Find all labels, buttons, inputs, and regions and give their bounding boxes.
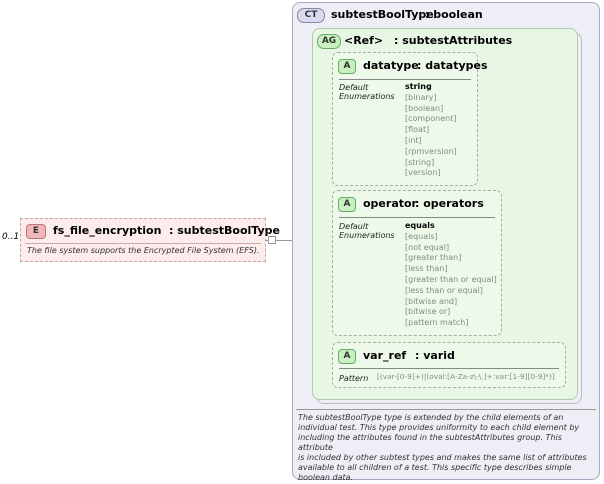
enum-value: [bitwise or] [405, 307, 451, 317]
doc-line: individual test. This type provides unif… [298, 423, 580, 432]
enum-value: [boolean] [405, 103, 444, 113]
enumeration-list: equals [equals] [not equal] [greater tha… [405, 221, 497, 329]
attribute-type: : datatypes [417, 59, 488, 72]
attribute-name: operator [363, 197, 417, 210]
complex-type-name: subtestBoolType [331, 8, 434, 21]
attribute-badge: A [338, 59, 356, 74]
doc-line: available to all children of a test. Thi… [298, 463, 572, 472]
enum-value: [version] [405, 168, 441, 178]
default-value: string [405, 82, 432, 91]
element-separator [25, 243, 261, 244]
enum-value: [rpmversion] [405, 146, 457, 156]
enum-value: [less than] [405, 264, 448, 274]
enum-value: [bitwise and] [405, 296, 458, 306]
enumerations-label: Enumerations [339, 92, 395, 101]
enum-value: [not equal] [405, 242, 450, 252]
attribute-group-badge: AG [317, 34, 341, 49]
attribute-badge: A [338, 197, 356, 212]
doc-line: boolean data. [298, 473, 354, 482]
enum-value: [component] [405, 114, 457, 124]
element-name: fs_file_encryption [53, 224, 162, 237]
complex-type-type: : boolean [425, 8, 483, 21]
complex-type-badge: CT [297, 8, 325, 23]
doc-line: is included by other subtest types and m… [298, 453, 587, 462]
element-box[interactable]: E fs_file_encryption : subtestBoolType T… [20, 218, 280, 262]
element-occurrence: 0..1 [2, 232, 20, 242]
attribute-separator [339, 368, 559, 369]
connector-element-to-type [266, 240, 292, 241]
complex-type-separator [296, 409, 596, 410]
attribute-separator [339, 217, 495, 218]
enum-value: [string] [405, 157, 435, 167]
doc-line: including the attributes found in the su… [298, 433, 562, 452]
element-badge: E [26, 224, 46, 239]
enum-value: [float] [405, 125, 430, 135]
enum-value: [equals] [405, 231, 438, 241]
enum-value: [greater than or equal] [405, 274, 497, 284]
attribute-name: datatype [363, 59, 419, 72]
attribute-group-type: : subtestAttributes [394, 34, 513, 47]
pattern-value: [(var-[0-9]+)|(oval:[A-Za-z\-\.]+:var:[1… [377, 372, 555, 381]
doc-line: The subtestBoolType type is extended by … [298, 413, 564, 422]
default-label: Default [339, 222, 369, 231]
attribute-var-ref[interactable]: A var_ref : varid Pattern [(var-[0-9]+)|… [332, 342, 566, 388]
attribute-operator[interactable]: A operator : operators Default Enumerati… [332, 190, 502, 336]
enum-value: [binary] [405, 92, 437, 102]
default-label: Default [339, 83, 369, 92]
attribute-type: : operators [415, 197, 484, 210]
enumerations-label: Enumerations [339, 231, 395, 240]
attribute-name: var_ref [363, 349, 407, 362]
default-value: equals [405, 221, 435, 230]
complex-type-doc: The subtestBoolType type is extended by … [298, 413, 596, 483]
attribute-type: : varid [415, 349, 455, 362]
attribute-separator [339, 79, 471, 80]
enum-value: [pattern match] [405, 318, 469, 328]
enumeration-list: string [binary] [boolean] [component] [f… [405, 82, 457, 179]
attribute-datatype[interactable]: A datatype : datatypes Default Enumerati… [332, 52, 488, 186]
expand-toggle-icon[interactable] [268, 236, 276, 244]
attribute-badge: A [338, 349, 356, 364]
enum-value: [greater than] [405, 253, 462, 263]
enum-value: [less than or equal] [405, 285, 483, 295]
element-type: : subtestBoolType [169, 224, 280, 237]
pattern-label: Pattern [339, 374, 369, 383]
element-doc: The file system supports the Encrypted F… [27, 246, 260, 255]
enum-value: [int] [405, 135, 422, 145]
attribute-group-name: <Ref> [344, 34, 384, 47]
